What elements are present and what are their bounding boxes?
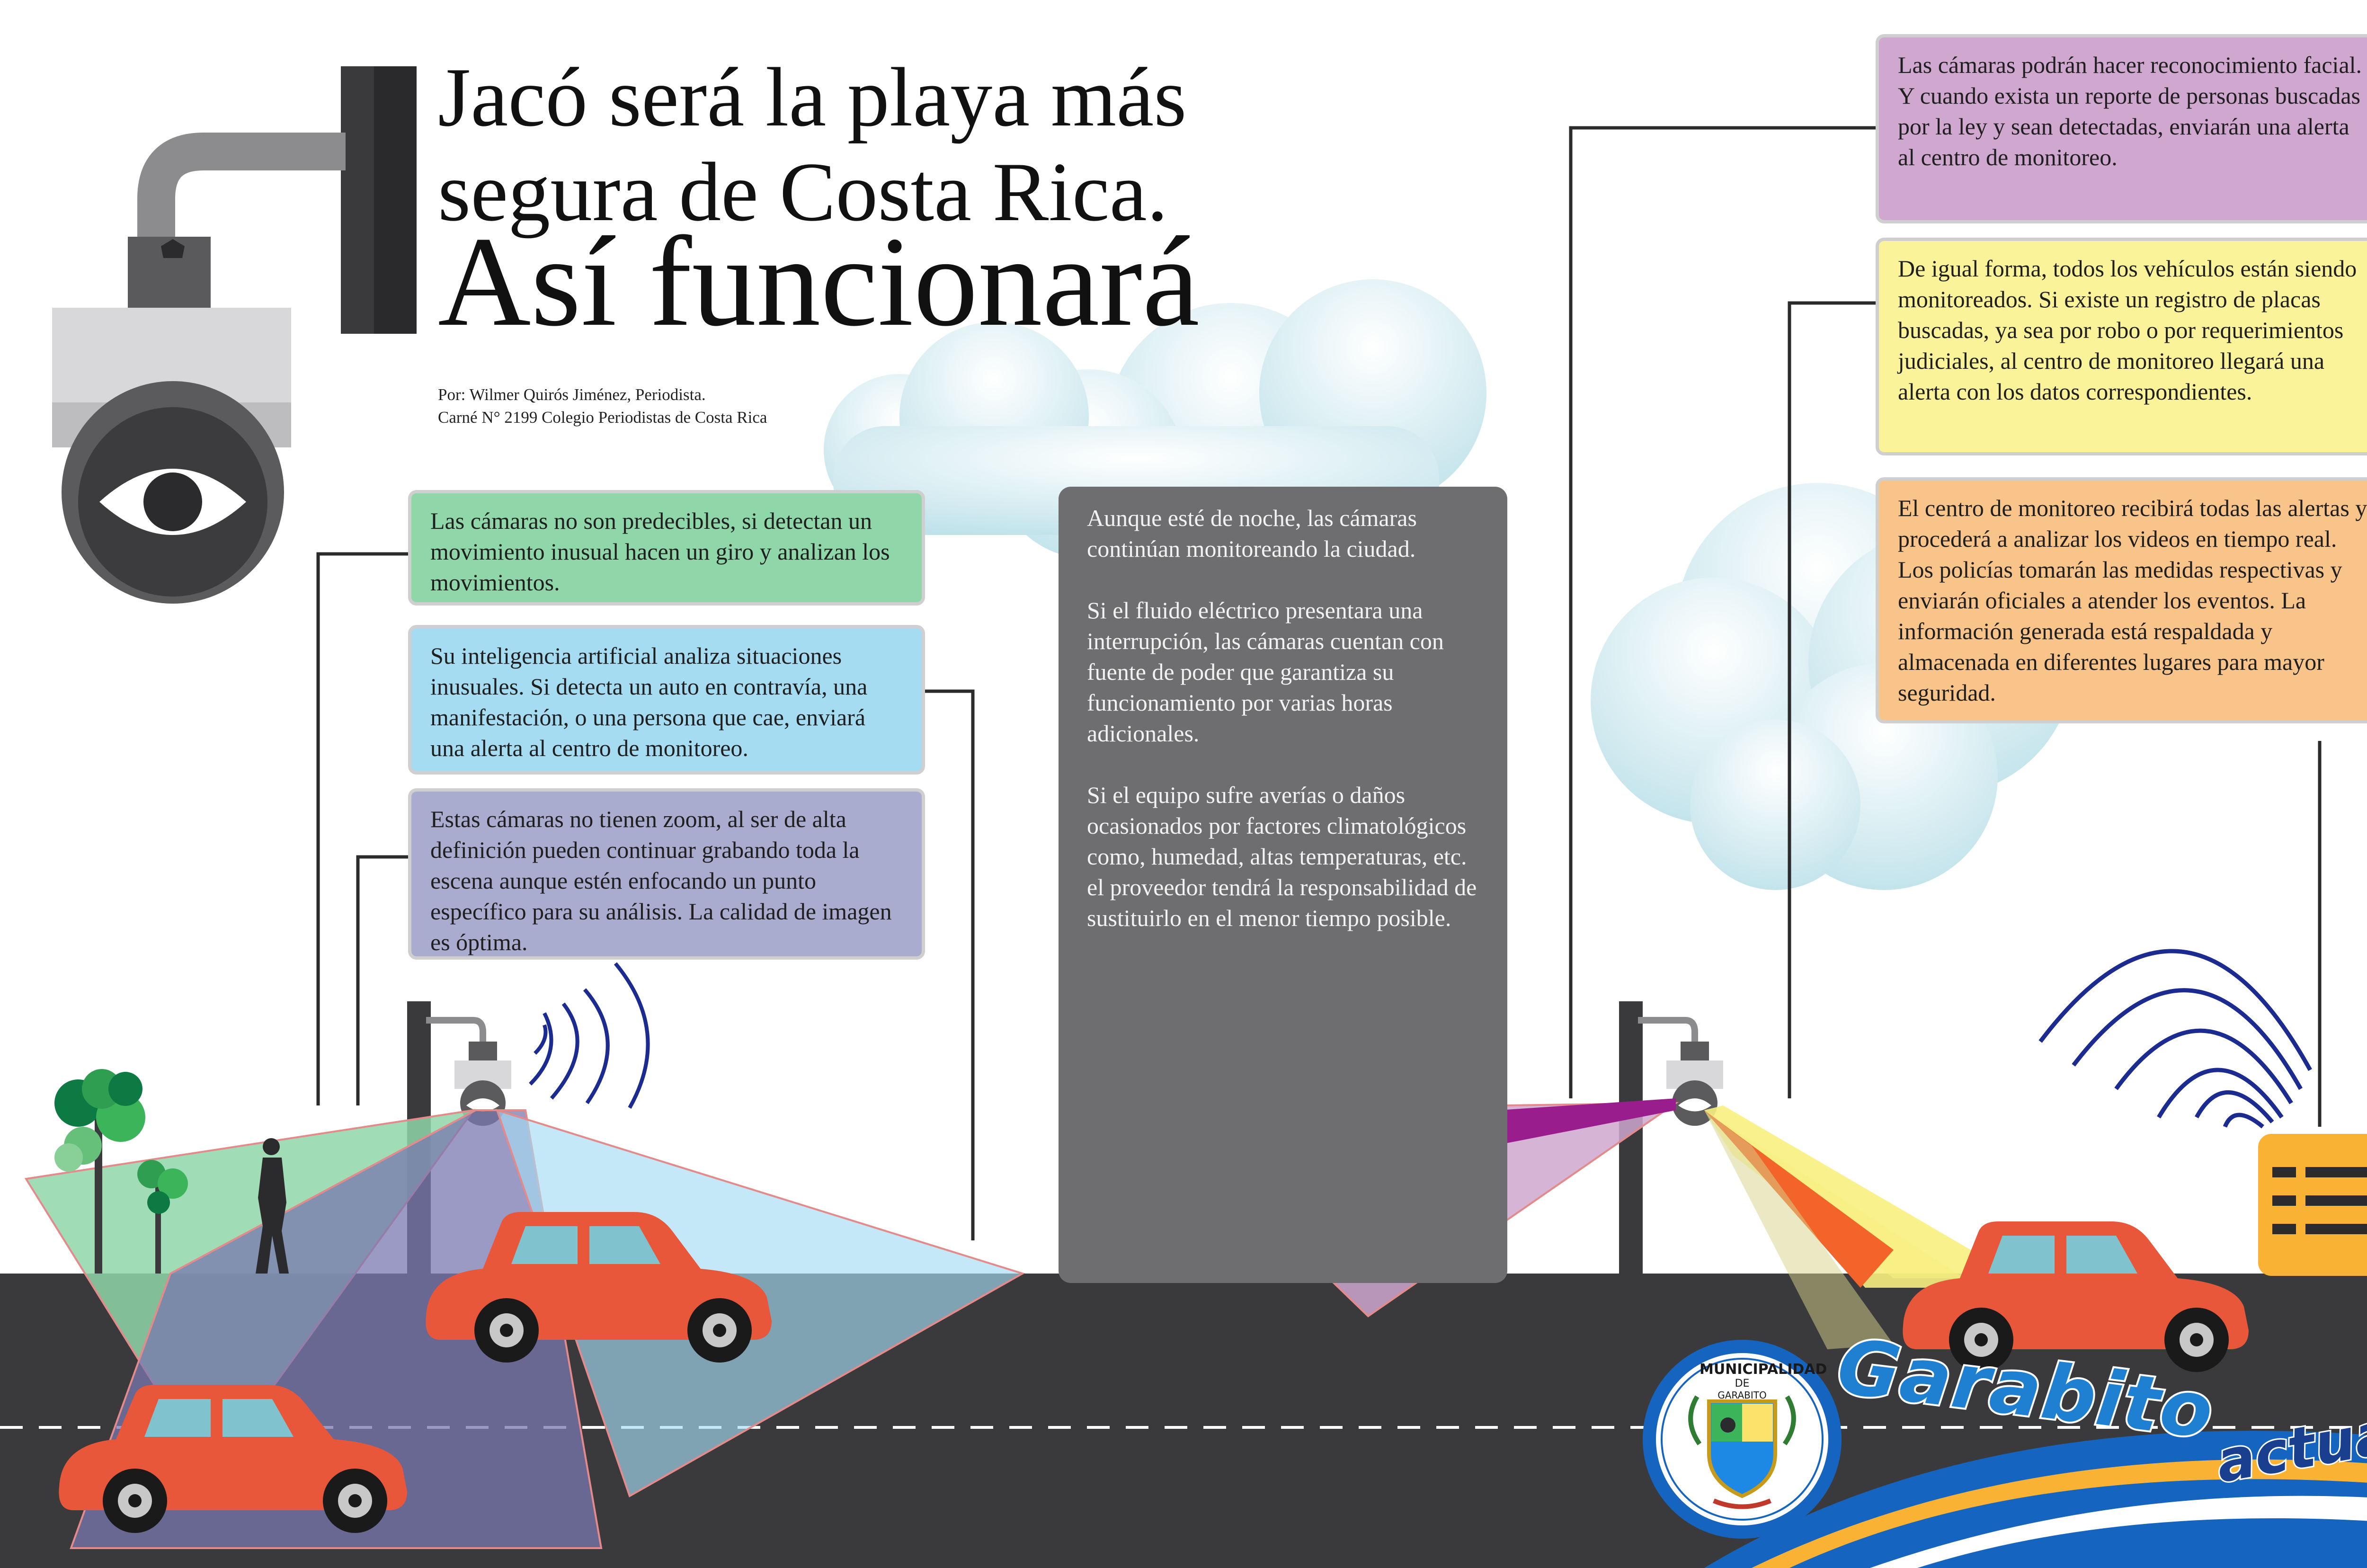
byline: Por: Wilmer Quirós Jiménez, Periodista. … — [438, 383, 767, 429]
info-box-monitoring-center: El centro de monitoreo recibirá todas la… — [1876, 477, 2367, 723]
car-upper-left — [426, 1212, 772, 1363]
night-text-3: Si el equipo sufre averías o daños ocasi… — [1087, 782, 1477, 931]
byline-license: Carné N° 2199 Colegio Periodistas de Cos… — [438, 408, 767, 427]
info-text-ai: Su inteligencia artificial analiza situa… — [430, 642, 868, 761]
info-text-monitoring-center: El centro de monitoreo recibirá todas la… — [1898, 495, 2367, 706]
headline-line-3: Así funcionará — [438, 210, 1200, 353]
info-text-no-zoom: Estas cámaras no tienen zoom, al ser de … — [430, 806, 892, 955]
info-box-unpredictable: Las cámaras no son predecibles, si detec… — [408, 490, 925, 606]
connector-lines-left — [316, 552, 975, 1240]
info-text-facial-recognition: Las cámaras podrán hacer reconocimiento … — [1898, 52, 2362, 170]
signal-waves-right-icon — [2038, 949, 2312, 1129]
headline-line-1: Jacó será la playa más — [438, 50, 1187, 144]
info-text-unpredictable: Las cámaras no son predecibles, si detec… — [430, 508, 890, 596]
info-box-vehicles: De igual forma, todos los vehículos está… — [1876, 238, 2367, 455]
night-text-2: Si el fluido eléctrico presentara una in… — [1087, 597, 1444, 747]
trees-left — [54, 1069, 188, 1274]
seal-lettering: MUNICIPALIDAD DE GARABITO — [1700, 1361, 1827, 1401]
monitoring-center-icon — [2258, 1134, 2367, 1276]
info-box-ai: Su inteligencia artificial analiza situa… — [408, 625, 925, 775]
info-box-facial-recognition: Las cámaras podrán hacer reconocimiento … — [1876, 34, 2367, 223]
byline-author: Por: Wilmer Quirós Jiménez, Periodista. — [438, 385, 706, 404]
night-text-1: Aunque esté de noche, las cámaras contin… — [1087, 505, 1417, 562]
info-box-no-zoom: Estas cámaras no tienen zoom, al ser de … — [408, 788, 925, 960]
pedestrian-left — [256, 1138, 289, 1274]
camera-pole-right — [1619, 1001, 1723, 1276]
logo-swoosh — [1704, 1431, 2367, 1568]
connector-lines-right — [1569, 126, 2322, 1127]
seal-name-text: GARABITO — [1717, 1390, 1767, 1401]
info-text-vehicles: De igual forma, todos los vehículos está… — [1898, 255, 2357, 405]
car-right — [1903, 1221, 2249, 1372]
municipal-seal — [1643, 1340, 1842, 1539]
seal-top-text: MUNICIPALIDAD — [1700, 1361, 1827, 1378]
security-camera-large-icon — [52, 66, 417, 604]
car-lower-left — [59, 1385, 407, 1533]
night-info-panel: Aunque esté de noche, las cámaras contin… — [1059, 487, 1507, 1283]
seal-de-text: DE — [1735, 1378, 1750, 1390]
headline-line-2: segura de Costa Rica. — [438, 145, 1168, 239]
signal-waves-left-icon — [529, 962, 650, 1109]
